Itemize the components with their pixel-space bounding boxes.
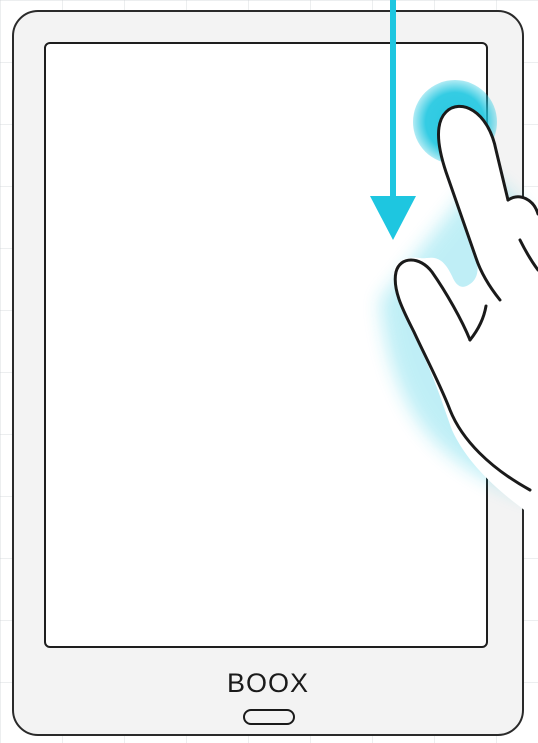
hand-swipe-icon bbox=[380, 106, 538, 520]
swipe-down-arrow-icon bbox=[370, 0, 416, 240]
